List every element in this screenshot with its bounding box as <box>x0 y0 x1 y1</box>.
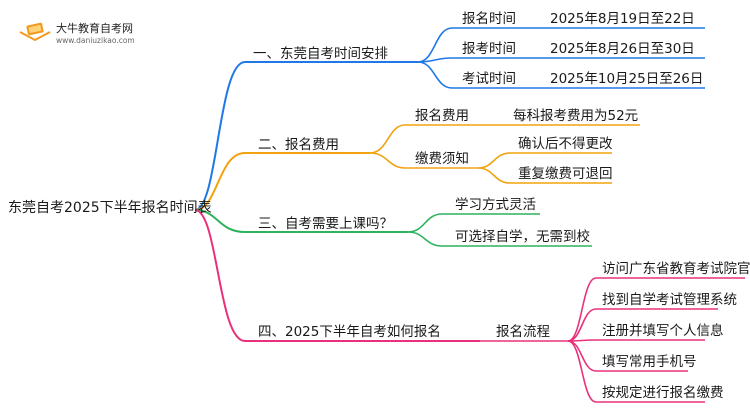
b1-value-2: 2025年8月26日至30日 <box>550 41 695 57</box>
branch-2-label: 二、报名费用 <box>258 137 339 153</box>
b4-value-4: 填写常用手机号 <box>602 354 697 370</box>
b1-value-1: 2025年8月19日至22日 <box>550 11 695 27</box>
connector-b4-v3 <box>567 339 705 342</box>
connector-branch-2 <box>194 152 370 211</box>
b1-node-2: 报考时间 <box>462 41 516 57</box>
graduation-book-logo-icon <box>19 22 51 42</box>
connector-b1-c1 <box>417 27 535 63</box>
b2-value-2: 确认后不得更改 <box>518 136 613 152</box>
connector-b3-c2 <box>407 231 592 247</box>
b2-value-3: 重复缴费可退回 <box>518 166 613 182</box>
b1-node-1: 报名时间 <box>462 11 516 27</box>
logo-title: 大牛教育自考网 <box>56 22 133 35</box>
connector-b2-c2 <box>369 152 478 169</box>
b4-value-5: 按规定进行报名缴费 <box>602 385 724 401</box>
connector-branch-4 <box>194 209 480 342</box>
connector-branch-1 <box>194 61 418 211</box>
branch-3-label: 三、自考需要上课吗？ <box>258 216 393 232</box>
b1-node-3: 考试时间 <box>462 71 516 87</box>
connector-b2-c1 <box>369 124 478 154</box>
b2-node-1: 报名费用 <box>415 108 469 124</box>
b4-node-1: 报名流程 <box>496 324 550 340</box>
connector-branch-3 <box>194 209 408 233</box>
branch-1-label: 一、东莞自考时间安排 <box>253 46 388 62</box>
connector-b1-c3 <box>417 61 535 89</box>
b4-value-3: 注册并填写个人信息 <box>602 323 724 339</box>
branch-4-label: 四、2025下半年自考如何报名 <box>258 324 441 340</box>
b2-node-2: 缴费须知 <box>415 151 469 167</box>
connector-b3-c1 <box>407 213 540 233</box>
b1-value-3: 2025年10月25日至26日 <box>550 71 704 87</box>
b2-value-1: 每科报考费用为52元 <box>513 108 639 124</box>
b3-node-2: 可选择自学，无需到校 <box>455 229 590 245</box>
connector-b4-v5 <box>567 340 705 403</box>
root-topic: 东莞自考2025下半年报名时间表 <box>8 200 212 216</box>
b4-value-1: 访问广东省教育考试院官网 <box>602 261 750 277</box>
connector-b2-v2 <box>477 152 612 169</box>
connector-b2-v3 <box>477 167 612 184</box>
connector-b1-c2 <box>417 57 535 63</box>
logo-subtitle: www.daniuzikao.com <box>56 36 135 45</box>
b3-node-1: 学习方式灵活 <box>455 197 536 213</box>
b4-value-2: 找到自学考试管理系统 <box>602 292 737 308</box>
connector-b4-v1 <box>567 277 745 342</box>
connector-b4-v2 <box>567 308 718 342</box>
